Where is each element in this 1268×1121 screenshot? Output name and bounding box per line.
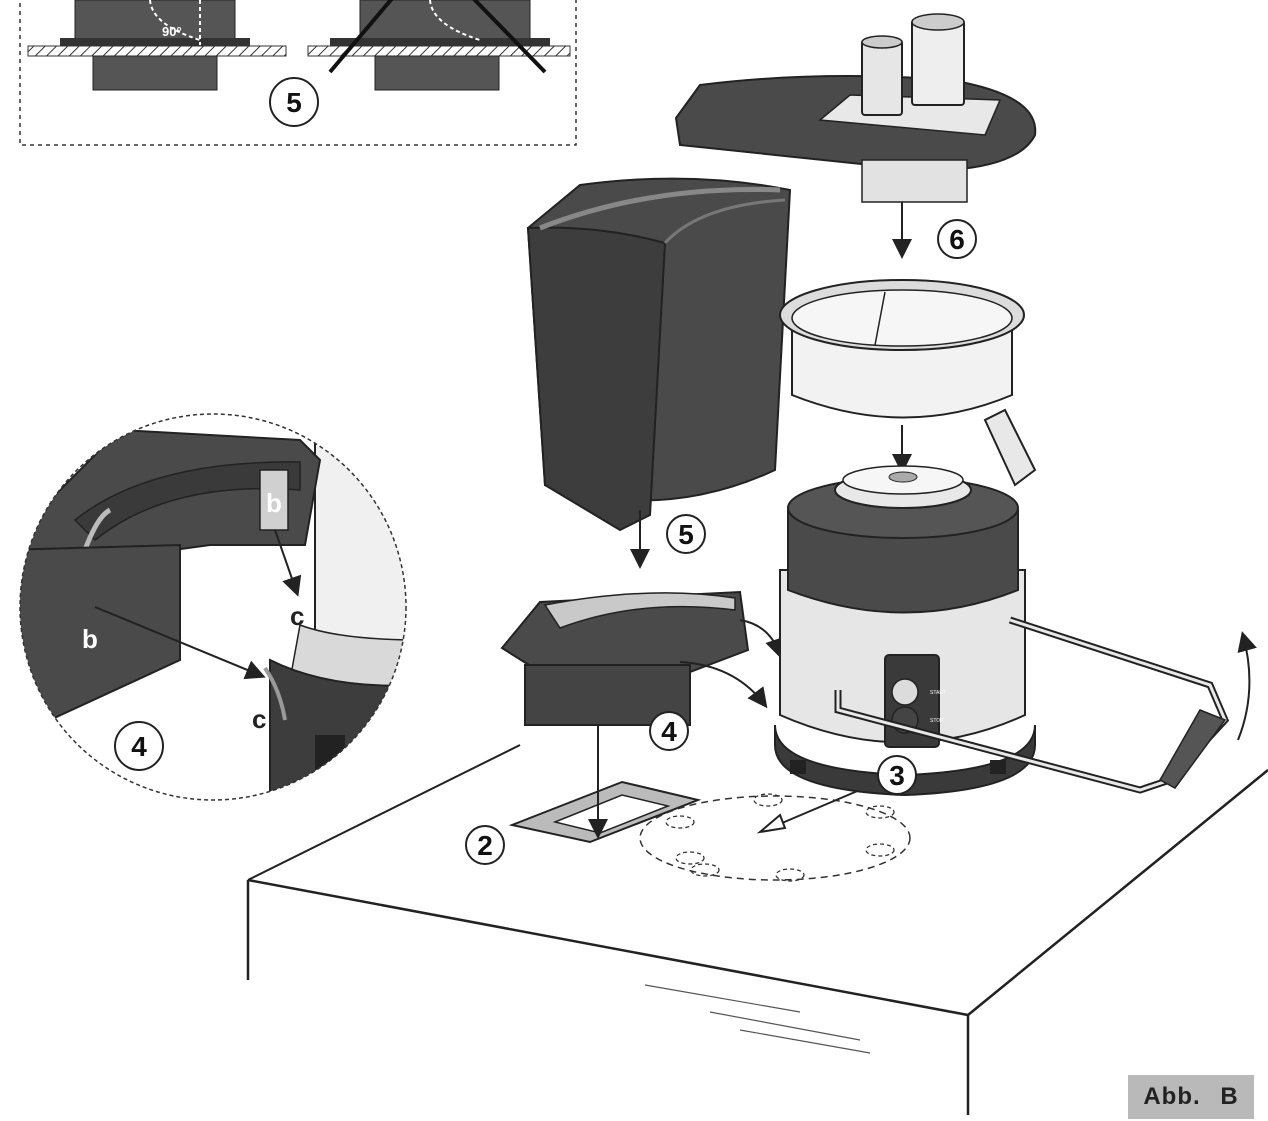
letter-c-2: c [252, 704, 266, 734]
inset-top-step-label: 5 [286, 87, 302, 118]
step-5-circle [666, 514, 706, 554]
spout-tray [500, 590, 785, 839]
step-4-label: 4 [661, 716, 677, 747]
filter-basket [779, 279, 1037, 487]
letter-c-1: c [290, 601, 304, 631]
splash-guard [526, 177, 792, 569]
inset-top-correct-view: 90° [27, 0, 287, 91]
stop-button-label: STOP [930, 718, 944, 724]
detail-magnifier: b b c c 4 [19, 413, 407, 801]
detail-magnifier-frame [19, 413, 407, 801]
juicer-base: START STOP [774, 465, 1036, 797]
step-6-label: 6 [949, 224, 965, 255]
step-6-circle [937, 219, 977, 259]
start-button-label: START [930, 690, 946, 696]
angle-label: 90° [162, 24, 182, 39]
locking-bar [834, 616, 1257, 794]
inset-top-frame [19, 0, 577, 146]
letter-b-1: b [266, 488, 282, 518]
inset-top-incorrect-view [307, 0, 571, 91]
step-2-circle [465, 825, 505, 865]
cross-line-2 [472, 0, 547, 74]
detail-step-circle [114, 721, 164, 771]
step-labels: 6 5 4 2 3 [465, 219, 977, 865]
start-button[interactable] [891, 678, 919, 706]
lid [674, 13, 1037, 259]
step-3-circle [877, 755, 917, 795]
detail-step-label: 4 [131, 731, 147, 762]
cross-line-1 [328, 0, 394, 74]
step-5-label: 5 [678, 519, 694, 550]
counter-table [246, 744, 1268, 1115]
figure-label: Abb. B [1128, 1075, 1254, 1119]
step-2-label: 2 [477, 830, 493, 861]
step-4-circle [649, 711, 689, 751]
base-footprint [639, 795, 911, 881]
inset-top-step-circle [269, 77, 319, 127]
figure-label-text: Abb. B [1143, 1083, 1239, 1110]
inset-top: 90° 5 [19, 0, 577, 146]
letter-b-2: b [82, 624, 98, 654]
step-3-label: 3 [889, 760, 905, 791]
